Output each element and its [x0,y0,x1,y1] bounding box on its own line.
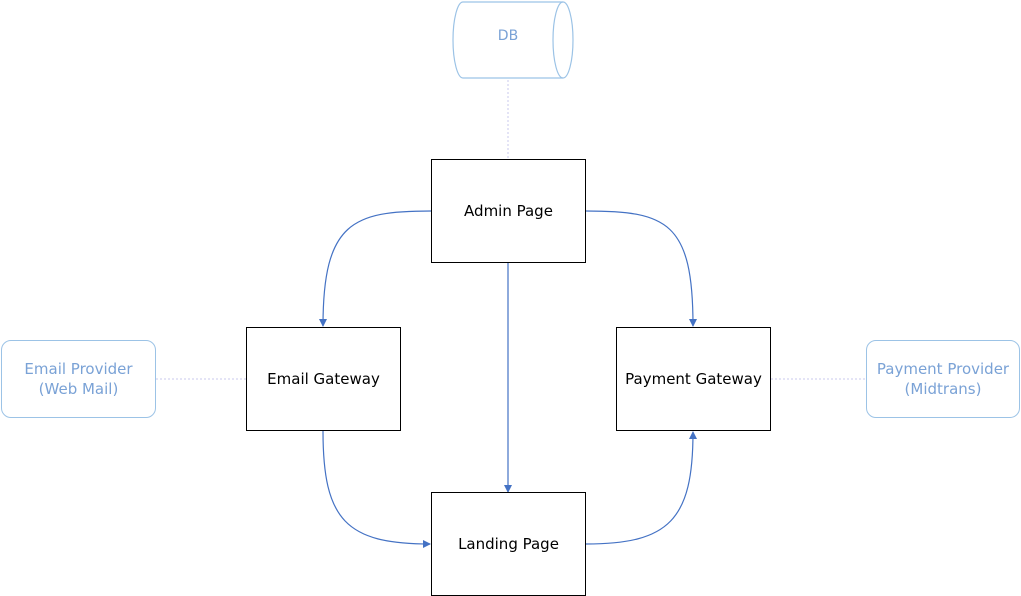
email-provider-node: Email Provider (Web Mail) [1,340,156,418]
payment-gateway-label: Payment Gateway [625,370,762,388]
arrow-admin-to-email [319,210,432,327]
payment-gateway-node: Payment Gateway [616,327,771,431]
email-gateway-label: Email Gateway [267,370,380,388]
email-gateway-node: Email Gateway [246,327,401,431]
email-provider-sublabel: (Web Mail) [38,380,119,398]
arrow-admin-to-payment [585,210,697,327]
admin-page-label: Admin Page [464,202,553,220]
payment-provider-label: Payment Provider [876,360,1010,378]
db-cylinder [452,1,574,79]
landing-page-node: Landing Page [431,492,586,596]
landing-page-label: Landing Page [458,535,559,553]
db-label: DB [497,28,519,44]
admin-page-node: Admin Page [431,159,586,263]
payment-provider-node: Payment Provider (Midtrans) [866,340,1020,418]
arrow-landing-to-payment [585,431,697,545]
email-provider-label: Email Provider [24,360,133,378]
payment-provider-sublabel: (Midtrans) [904,380,982,398]
arrow-email-to-landing [322,430,431,548]
